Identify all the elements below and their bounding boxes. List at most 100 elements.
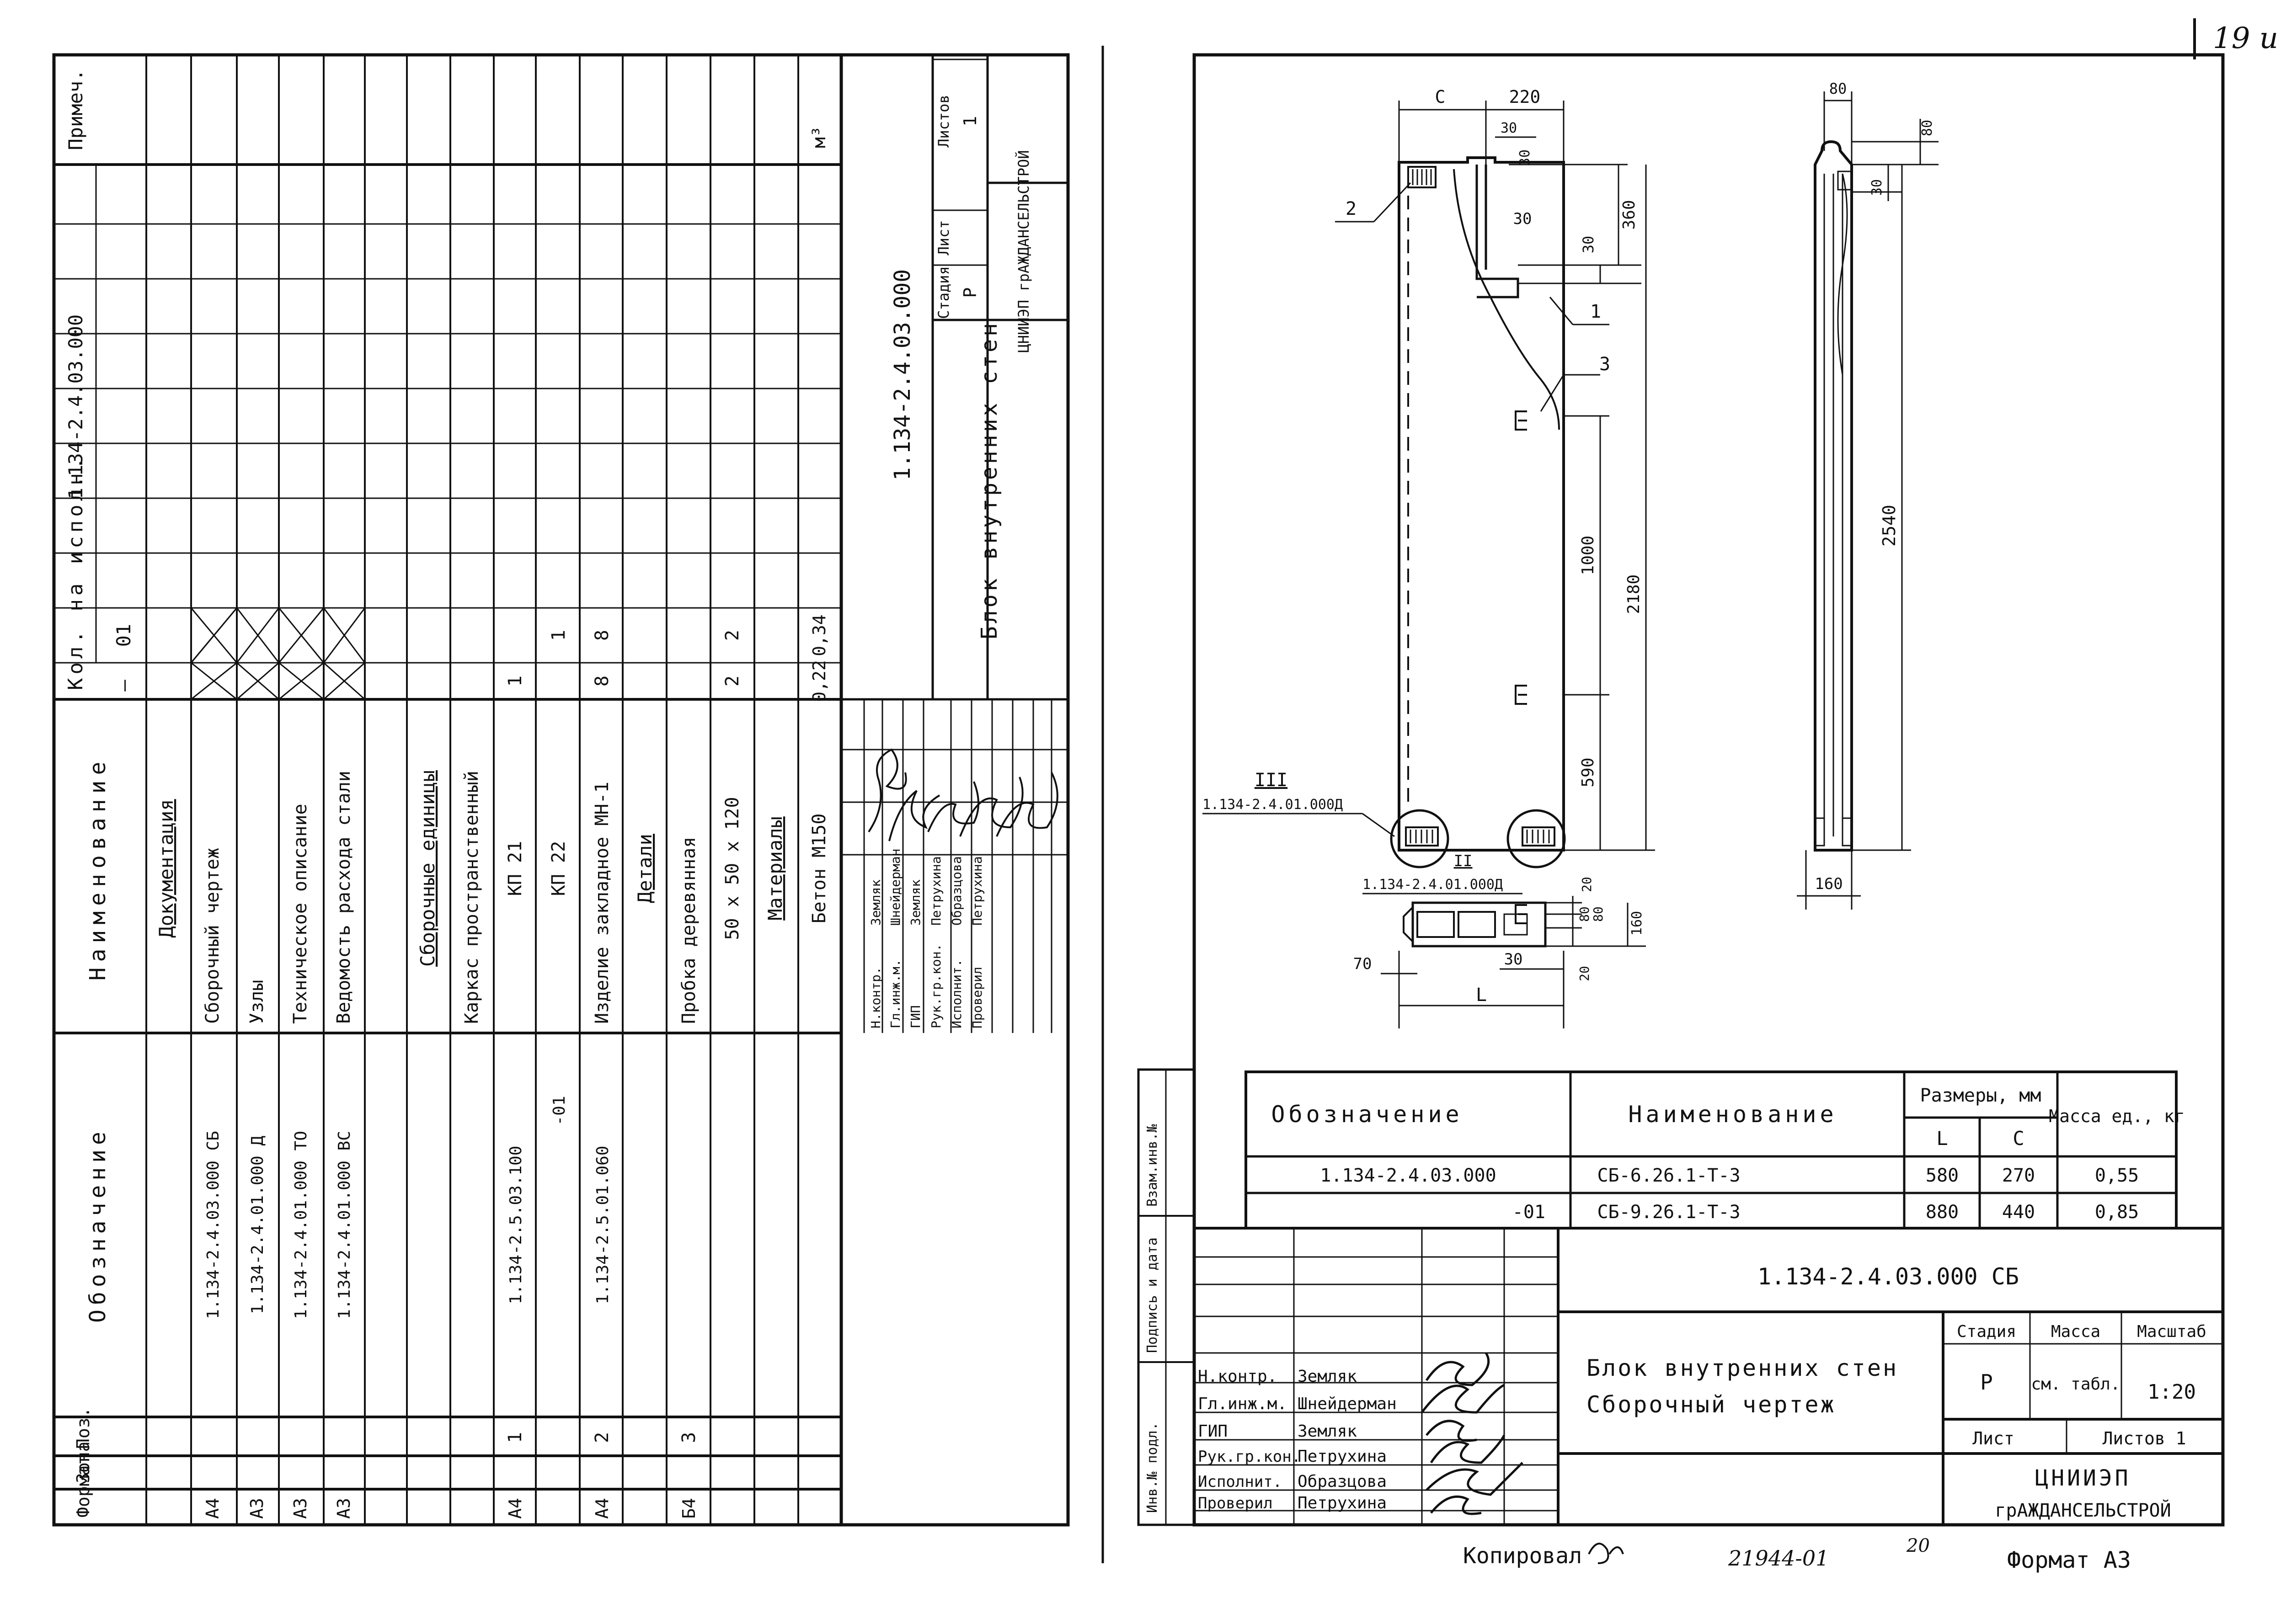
spec-row-C: 440 (2002, 1202, 2035, 1223)
dim-2540: 2540 (1879, 505, 1899, 547)
spec-row-name: СБ-9.26.1-Т-3 (1597, 1202, 1740, 1223)
row-name: Изделие закладное МН-1 (592, 782, 613, 1024)
left-signer-role: Гл.инж.м. (888, 959, 903, 1028)
row-pos: 2 (592, 1432, 613, 1443)
row-name: Ведомость расхода стали (333, 771, 354, 1024)
row-format: А4 (505, 1498, 525, 1519)
spec-col-designation: Обозначение (1271, 1101, 1463, 1128)
dim-360: 360 (1620, 200, 1639, 229)
row-note: м³ (809, 126, 830, 148)
page-footer-number: 20 (1906, 1535, 1930, 1556)
dim-160: 160 (1815, 875, 1843, 893)
left-stage-label: Стадия (935, 266, 952, 319)
spec-col-sizes: Размеры, мм (1920, 1085, 2041, 1106)
callout-1: 1 (1590, 301, 1601, 322)
row-format: А4 (203, 1498, 223, 1519)
row-name: Материалы (764, 816, 786, 921)
left-signer-role: Проверил (970, 967, 985, 1028)
signatures (1421, 1352, 1523, 1515)
hdr-note: Примеч. (64, 69, 87, 150)
dim-80: 80 (1829, 80, 1847, 97)
left-spec-sheet: Формат Зона Поз. Обозначение Наименовани… (52, 53, 1070, 1527)
node-3-mark: III (1255, 770, 1287, 791)
dim-80: 80 (1919, 120, 1935, 136)
signer-name: Шнейдерман (1298, 1395, 1397, 1413)
left-sheets-label: Листов (935, 95, 952, 148)
spec-row-C: 270 (2002, 1165, 2035, 1186)
dim-160: 160 (1629, 911, 1645, 936)
dim-80: 80 (1577, 906, 1592, 922)
spec-row-designation: -01 (1512, 1202, 1545, 1223)
dim-L: L (1476, 985, 1487, 1006)
row-name: Бетон М150 (809, 814, 830, 924)
row-designation: 1.134-2.4.01.000 ВС (335, 1131, 354, 1319)
sheets-label: Листов 1 (2102, 1428, 2186, 1448)
dim-70: 70 (1353, 955, 1372, 973)
spec-col-L: L (1936, 1127, 1948, 1150)
hdr-qty-01: 01 (112, 624, 135, 647)
row-qty-1: 0,34 (809, 614, 829, 656)
spec-row-designation: 1.134-2.4.03.000 (1320, 1165, 1496, 1186)
left-signer-name: Петрухина (970, 856, 985, 926)
signer-name: Земляк (1298, 1422, 1357, 1441)
dim-30: 30 (1869, 179, 1885, 196)
spec-table: Обозначение Наименование Размеры, мм L С… (1244, 1070, 2185, 1230)
row-format: А3 (247, 1498, 267, 1519)
row-designation: 1.134-2.4.01.000 ТО (292, 1131, 310, 1319)
block-plan-view: 20 80 80 160 20 70 30 L (1353, 877, 1646, 1028)
signer-role: Н.контр. (1198, 1367, 1277, 1386)
stage-value: Р (1980, 1370, 1993, 1395)
left-stage-value: Р (960, 288, 980, 298)
mass-label: Масса (2051, 1322, 2100, 1341)
dim-80: 80 (1591, 906, 1606, 922)
left-signer-name: Земляк (908, 879, 923, 926)
left-signer-name: Шнейдерман (888, 848, 903, 926)
spec-row-name: СБ-6.26.1-Т-3 (1597, 1165, 1740, 1186)
row-qty-0: 8 (592, 676, 613, 687)
signer-name: Петрухина (1298, 1494, 1387, 1512)
mass-value: см. табл. (2031, 1375, 2120, 1394)
hdr-zone: Зона (73, 1441, 93, 1483)
dim-30: 30 (1501, 120, 1517, 136)
row-qty-0: 0,22 (809, 660, 829, 702)
doc-number: 21944-01 (1728, 1546, 1829, 1571)
hdr-qty-code: 1.134-2.4.03.000 (64, 314, 87, 500)
left-org: ЦНИИЭП грАЖДАНСЕЛЬСТРОЙ (1015, 150, 1032, 352)
row-name: Сборочный чертеж (202, 848, 223, 1024)
scale-label: Масштаб (2137, 1322, 2206, 1341)
row-name: КП 21 (505, 841, 526, 896)
left-title-name: Блок внутренних стен (977, 320, 1002, 639)
row-name: КП 22 (548, 841, 569, 896)
row-name: Каркас пространственный (461, 771, 482, 1024)
signer-name: Образцова (1298, 1472, 1387, 1491)
row-qty-1: 1 (548, 630, 569, 641)
left-signer-name: Земляк (868, 879, 883, 926)
left-signer-role: ГИП (908, 1005, 923, 1028)
signer-role: Проверил (1198, 1494, 1273, 1512)
page-number: 19 u (2213, 21, 2278, 55)
stage-label: Стадия (1957, 1322, 2016, 1341)
spec-col-mass: Масса ед., кг (2049, 1106, 2185, 1126)
signer-name: Петрухина (1298, 1447, 1387, 1466)
row-qty-0: 2 (722, 676, 743, 687)
hdr-qty-title: Кол. на исполн. (64, 454, 87, 690)
left-signer-name: Образцова (949, 856, 964, 926)
callout-3: 3 (1599, 354, 1610, 375)
side-label: Инв.№ подл. (1144, 1422, 1160, 1513)
row-format: Б4 (679, 1498, 699, 1519)
dim-20: 20 (1579, 877, 1594, 892)
org-line2: грАЖДАНСЕЛЬСТРОЙ (1995, 1499, 2171, 1521)
spec-row-L: 580 (1926, 1165, 1959, 1186)
hdr-pos: Поз. (73, 1407, 93, 1449)
row-designation: 1.134-2.5.03.100 (507, 1146, 525, 1305)
signer-role: Рук.гр.кон. (1198, 1448, 1301, 1466)
hdr-name: Наименование (85, 756, 111, 981)
side-label: Взам.инв.№ (1144, 1124, 1160, 1207)
row-qty-1: 2 (722, 630, 743, 641)
row-name: Документация (155, 799, 177, 937)
signer-role: Исполнит. (1198, 1473, 1282, 1491)
row-name: Детали (634, 834, 656, 903)
callout-2: 2 (1346, 198, 1357, 219)
dim-2180: 2180 (1624, 575, 1643, 614)
dim-220: 220 (1509, 87, 1541, 107)
